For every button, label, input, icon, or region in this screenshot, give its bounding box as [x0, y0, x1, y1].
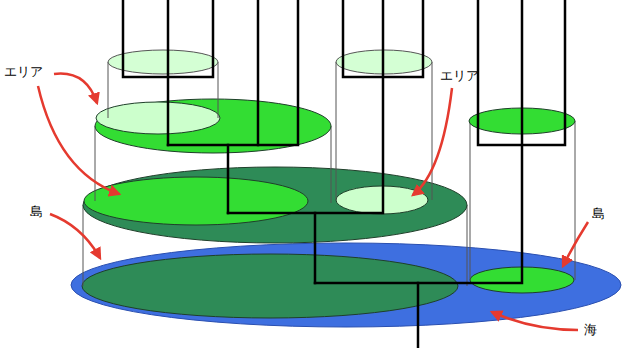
leader-arrows: [38, 74, 588, 330]
leader-arrow: [413, 88, 452, 195]
callout-label: 島: [30, 204, 43, 220]
cylinder-lines: [95, 62, 432, 203]
callout-label: エリア: [4, 64, 43, 80]
leader-arrow: [492, 312, 578, 330]
leader-arrow: [50, 214, 100, 258]
leader-arrow: [563, 222, 588, 266]
area-ellipse: [84, 177, 308, 225]
sea-ellipse: [71, 243, 621, 327]
callout-label: 島: [592, 206, 605, 222]
area-ellipse: [108, 50, 218, 74]
leader-arrow: [54, 74, 97, 103]
callout-label: エリア: [440, 68, 479, 84]
leader-arrow: [38, 86, 119, 194]
tree-lines: [123, 0, 565, 348]
area-ellipse: [96, 102, 220, 134]
island-ellipse: [82, 254, 458, 318]
island-ellipse: [83, 167, 467, 243]
callout-label: 海: [584, 322, 597, 338]
